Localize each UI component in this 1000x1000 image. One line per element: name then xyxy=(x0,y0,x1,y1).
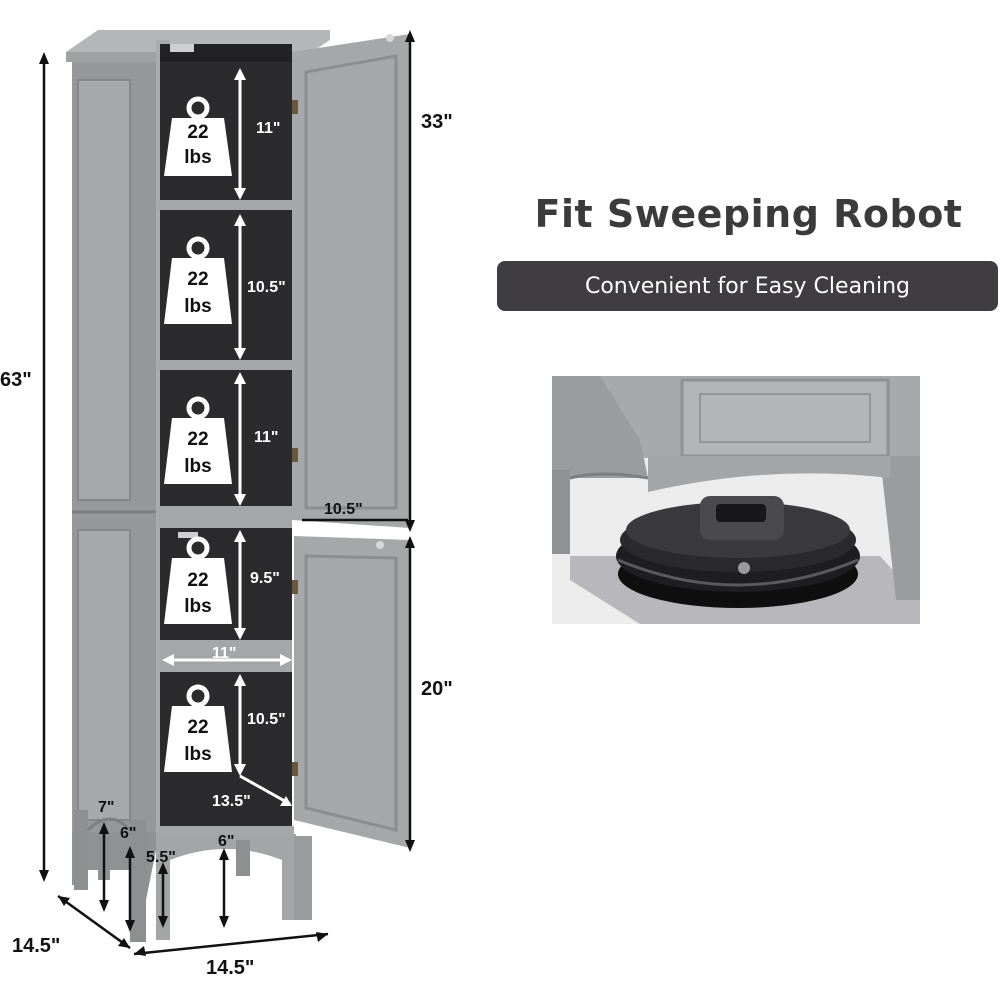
weight-value: 22 xyxy=(187,122,208,143)
headline: Fit Sweeping Robot xyxy=(534,192,963,236)
side-clearance-label: 6" xyxy=(120,825,136,842)
weight-unit: lbs xyxy=(184,296,211,317)
weight-unit: lbs xyxy=(184,744,211,765)
front-clearance-left-label: 5.5" xyxy=(146,849,176,866)
shelf5-height-label: 10.5" xyxy=(247,711,286,728)
bottom-depth-label: 13.5" xyxy=(212,793,251,810)
weight-value: 22 xyxy=(187,269,208,290)
shelf3-height-label: 11" xyxy=(254,429,279,446)
weight-badge-5: 22 lbs xyxy=(164,684,232,772)
total-height-label: 63" xyxy=(0,369,32,391)
weight-badge-2: 22 lbs xyxy=(164,236,232,324)
shelf4-height-label: 9.5" xyxy=(250,570,280,587)
robot-vacuum-closeup xyxy=(552,376,920,624)
interior-dimensions xyxy=(162,68,292,806)
weight-value: 22 xyxy=(187,429,208,450)
leg-height-label: 7" xyxy=(98,799,114,816)
exterior-dimensions xyxy=(39,30,415,956)
subheadline-banner: Convenient for Easy Cleaning xyxy=(497,261,998,311)
weight-value: 22 xyxy=(187,570,208,591)
weight-value: 22 xyxy=(187,717,208,738)
lower-door-height-label: 20" xyxy=(421,678,453,700)
weight-badge-4: 22 lbs xyxy=(164,536,232,624)
outer-width-label: 14.5" xyxy=(206,957,254,979)
weight-unit: lbs xyxy=(184,596,211,617)
lower-shelf-width-label: 11" xyxy=(212,645,237,662)
front-clearance-right-label: 6" xyxy=(218,833,234,850)
cabinet xyxy=(66,30,410,942)
shelf2-height-label: 10.5" xyxy=(247,279,286,296)
weight-unit: lbs xyxy=(184,456,211,477)
weight-badge-3: 22 lbs xyxy=(164,396,232,484)
weight-badge-1: 22 lbs xyxy=(164,96,232,176)
subheadline-text: Convenient for Easy Cleaning xyxy=(584,273,911,299)
outer-depth-label: 14.5" xyxy=(12,935,60,957)
upper-shelf-width-label: 10.5" xyxy=(324,501,363,518)
upper-door-height-label: 33" xyxy=(421,111,453,133)
weight-unit: lbs xyxy=(184,147,211,168)
shelf1-height-label: 11" xyxy=(256,120,281,137)
